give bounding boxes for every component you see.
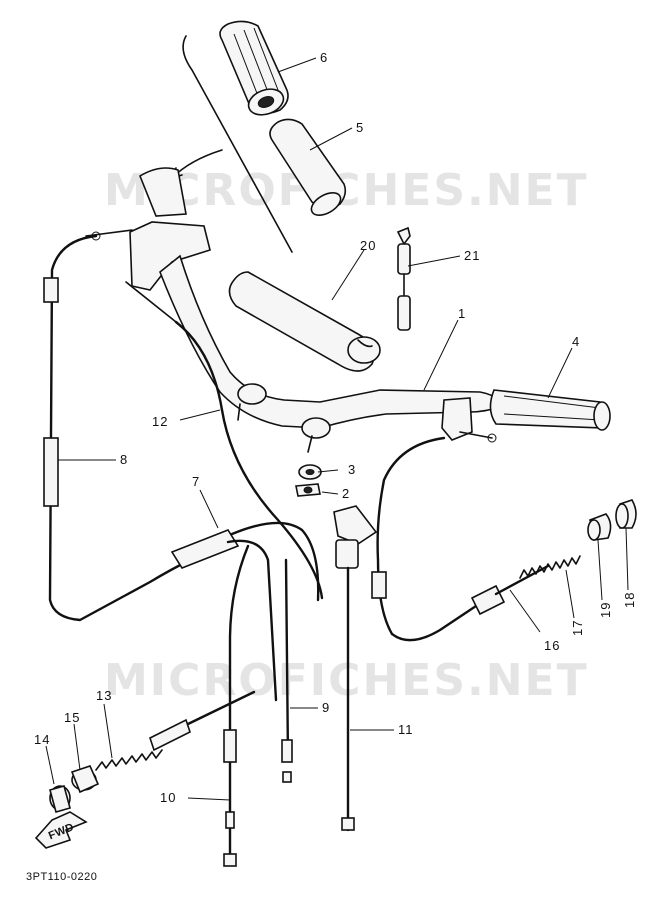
spring-part-17 [519, 555, 581, 579]
cap-part-19 [587, 513, 612, 541]
cable-right-lever [371, 436, 478, 642]
callout-5: 5 [356, 120, 364, 135]
handlebar-pad-part-20 [228, 271, 381, 372]
watermark-bottom: MICROFICHES.NET [104, 655, 589, 706]
spring-part-13 [95, 690, 256, 771]
boot-part-14 [49, 785, 71, 813]
callout-4: 4 [572, 334, 580, 349]
throttle-part-11 [333, 505, 378, 832]
left-switch-housing [85, 167, 211, 291]
right-lever-housing [441, 397, 497, 443]
nut-part-2 [295, 483, 321, 497]
callout-9: 9 [322, 700, 330, 715]
grip-sleeve-part-5 [269, 118, 347, 216]
callout-12: 12 [152, 414, 168, 429]
callout-7: 7 [192, 474, 200, 489]
callout-14: 14 [34, 732, 50, 747]
cable-part-9 [281, 558, 293, 783]
boot-part-18 [615, 499, 637, 529]
leader-lines [45, 57, 629, 801]
callout-8: 8 [120, 452, 128, 467]
cap-part-15 [70, 765, 100, 794]
callout-20: 20 [360, 238, 376, 253]
callout-6: 6 [320, 50, 328, 65]
cable-part-12 [125, 281, 324, 600]
strap-part-21 [396, 226, 411, 331]
callout-2: 2 [342, 486, 350, 501]
grip-part-6 [219, 20, 289, 116]
callout-21: 21 [464, 248, 480, 263]
callout-17: 17 [570, 620, 585, 636]
washer-part-3 [298, 464, 322, 480]
cable-part-8 [43, 234, 192, 622]
callout-3: 3 [348, 462, 356, 477]
callout-13: 13 [96, 688, 112, 703]
cable-part-7 [170, 521, 320, 702]
callout-10: 10 [160, 790, 176, 805]
callout-19: 19 [598, 602, 613, 618]
callout-11: 11 [398, 722, 414, 737]
adjuster-part-16 [470, 564, 550, 616]
callout-labels: 6 5 20 21 1 4 12 3 2 7 8 9 10 11 13 15 1… [34, 50, 637, 805]
callout-15: 15 [64, 710, 80, 725]
callout-16: 16 [544, 638, 560, 653]
drawing-code: 3PT110-0220 [26, 871, 97, 883]
fwd-arrow-icon: FWD [34, 811, 88, 849]
cable-part-10 [223, 544, 250, 867]
right-grip-part-4 [489, 389, 611, 431]
callout-18: 18 [622, 592, 637, 608]
callout-1: 1 [458, 306, 466, 321]
